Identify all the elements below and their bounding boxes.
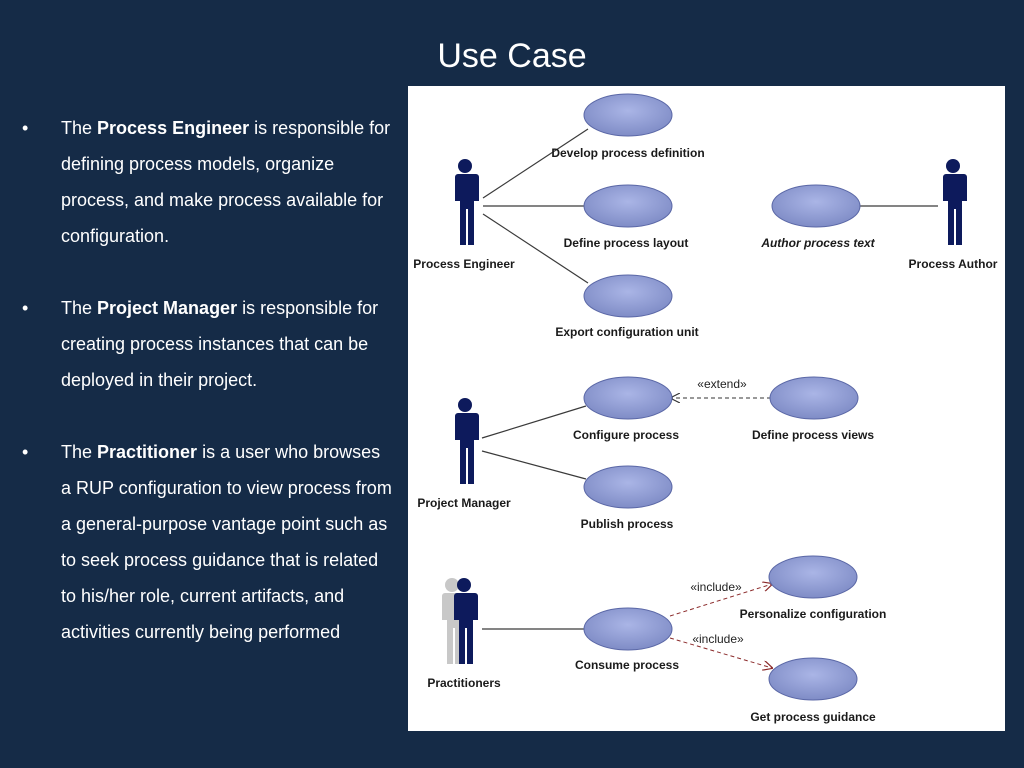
bullet-process-engineer: • The Process Engineer is responsible fo… [22, 110, 392, 254]
use-case-define-process-layout [583, 184, 673, 228]
label-include-stereotype: «include» [690, 580, 742, 594]
label-develop-process-definition: Develop process definition [551, 146, 704, 160]
bullet-text: is responsible for creating process inst… [61, 298, 379, 390]
label-project-manager: Project Manager [417, 496, 511, 510]
process-engineer-actor-icon [454, 159, 479, 245]
use-case-develop-process-definition [583, 93, 673, 137]
use-case-get-process-guidance [768, 657, 858, 701]
bullet-list: • The Process Engineer is responsible fo… [22, 110, 392, 686]
use-case-configure-process [583, 376, 673, 420]
label-personalize-configuration: Personalize configuration [740, 607, 887, 621]
label-configure-process: Configure process [573, 428, 679, 442]
use-case-diagram-svg: Develop process definition Define proces… [413, 93, 998, 724]
association-lines [481, 128, 938, 630]
include-arrows [669, 584, 772, 668]
label-define-process-views: Define process views [752, 428, 874, 442]
use-case-define-process-views [769, 376, 859, 420]
label-consume-process: Consume process [575, 658, 679, 672]
bullet-marker: • [22, 298, 29, 318]
bullet-project-manager: • The Project Manager is responsible for… [22, 290, 392, 398]
bullet-text: is responsible for defining process mode… [61, 118, 391, 246]
bullet-prefix: The [61, 118, 98, 138]
label-process-engineer: Process Engineer [413, 257, 515, 271]
label-export-configuration-unit: Export configuration unit [555, 325, 698, 339]
label-define-process-layout: Define process layout [564, 236, 689, 250]
bullet-text: is a user who browses a RUP configuratio… [61, 442, 392, 642]
label-process-author: Process Author [909, 257, 998, 271]
bullet-practitioner: • The Practitioner is a user who browses… [22, 434, 392, 650]
bullet-prefix: The [61, 442, 98, 462]
project-manager-actor-icon [454, 398, 479, 484]
slide-title: Use Case [437, 37, 587, 75]
bullet-marker: • [22, 118, 29, 138]
process-author-actor-icon [942, 159, 967, 245]
bullet-prefix: The [61, 298, 98, 318]
label-author-process-text: Author process text [760, 236, 875, 250]
use-case-export-configuration-unit [583, 274, 673, 318]
label-get-process-guidance: Get process guidance [750, 710, 876, 724]
label-extend-stereotype: «extend» [697, 377, 747, 391]
label-practitioners: Practitioners [427, 676, 501, 690]
bullet-bold-term: Process Engineer [97, 118, 250, 138]
bullet-bold-term: Practitioner [97, 442, 198, 462]
bullet-bold-term: Project Manager [97, 298, 238, 318]
use-case-consume-process [583, 607, 673, 651]
use-case-ellipses [583, 93, 861, 701]
bullet-marker: • [22, 442, 29, 462]
use-case-personalize-configuration [768, 555, 858, 599]
label-include-stereotype: «include» [692, 632, 744, 646]
use-case-publish-process [583, 465, 673, 509]
use-case-diagram: Develop process definition Define proces… [408, 86, 1005, 731]
label-publish-process: Publish process [581, 517, 674, 531]
use-case-author-process-text [771, 184, 861, 228]
